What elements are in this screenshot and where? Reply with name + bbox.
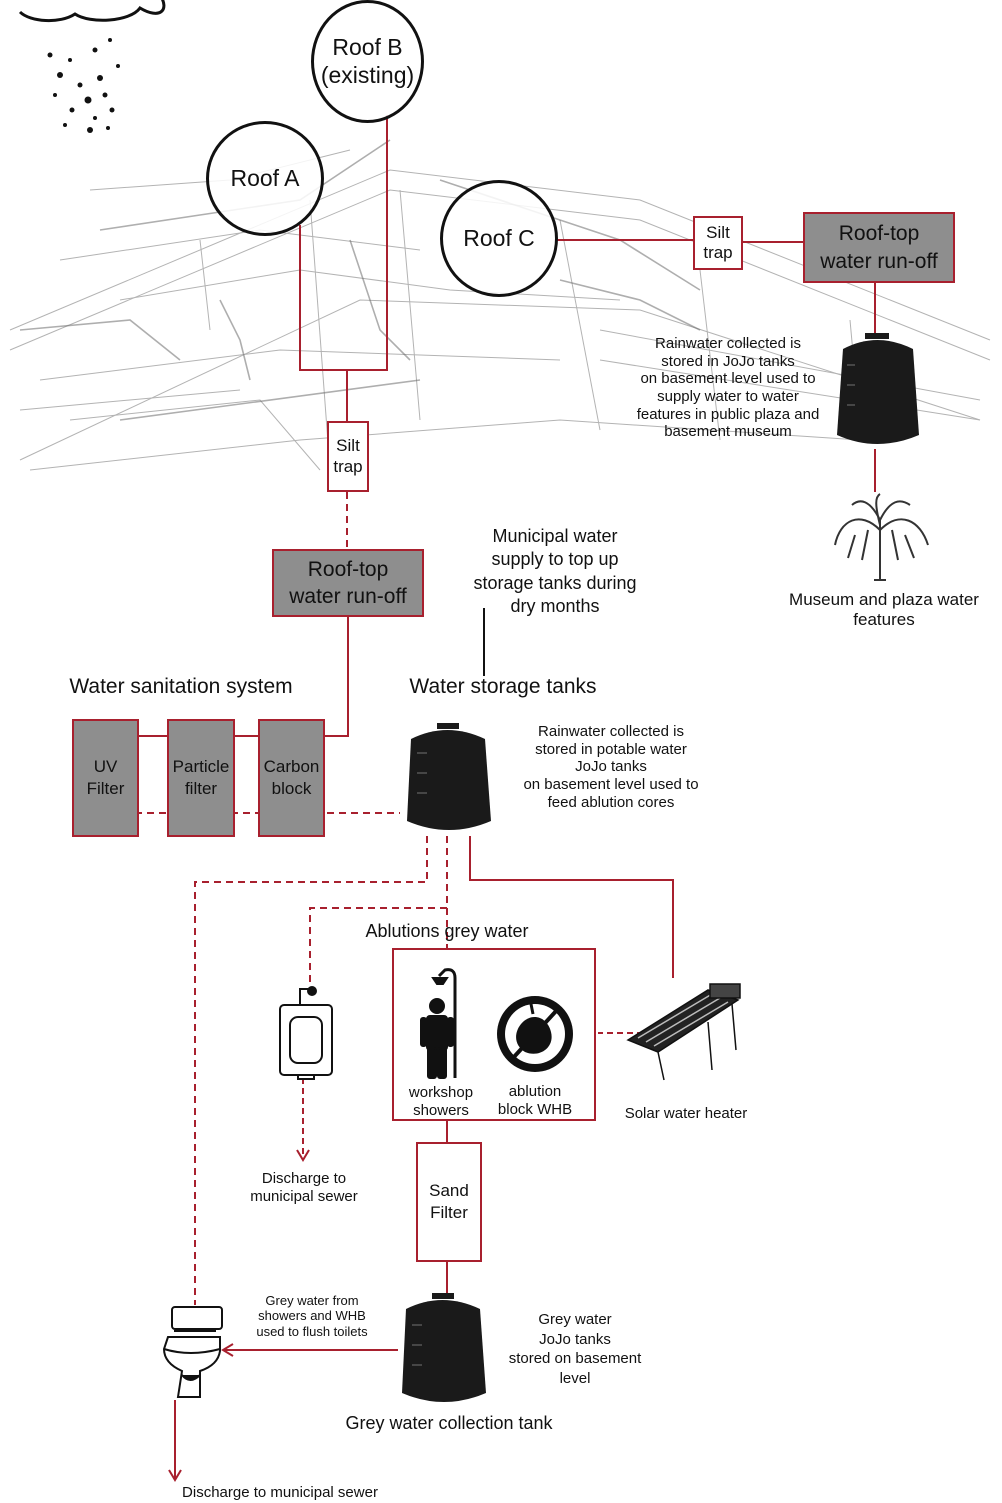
municipal-topup-label: Municipal water supply to top up storage…	[473, 526, 637, 617]
discharge-bottom-label: Discharge to municipal sewer	[182, 1484, 378, 1501]
jojo-tank-potable	[407, 723, 491, 830]
jojo-tank-plaza	[837, 333, 919, 444]
potable-note: Rainwater collected is stored in potable…	[523, 723, 699, 811]
grey-flush-note: Grey water from showers and WHB used to …	[256, 1293, 368, 1339]
solar-heater-icon	[626, 983, 741, 1081]
roof-b-circle: Roof B (existing)	[311, 0, 424, 123]
roof-runoff-upper: Roof-top water run-off	[803, 212, 955, 283]
workshop-showers-label: workshop showers	[408, 1084, 474, 1119]
discharge-urinal-label: Discharge to municipal sewer	[250, 1170, 358, 1205]
grey-tanks-note: Grey water JoJo tanks stored on basement…	[508, 1311, 642, 1387]
roof-runoff-lower: Roof-top water run-off	[272, 549, 424, 617]
roof-c-circle: Roof C	[440, 180, 558, 297]
storage-title: Water storage tanks	[409, 675, 597, 698]
rain-cloud	[18, 0, 166, 22]
silt-trap-lower: Silt trap	[327, 421, 369, 492]
ablutions-title: Ablutions grey water	[365, 921, 529, 941]
rain-drops	[47, 38, 120, 133]
ablutions-box	[392, 948, 596, 1121]
urinal-icon	[279, 986, 333, 1080]
particle-filter-box: Particle filter	[167, 719, 235, 837]
arrow-heads	[168, 1149, 310, 1482]
carbon-block-box: Carbon block	[258, 719, 325, 837]
silt-trap-upper: Silt trap	[693, 216, 743, 270]
building-sketch-dark	[19, 139, 701, 421]
fountain-icon	[834, 493, 929, 581]
sanitation-title: Water sanitation system	[69, 675, 293, 698]
museum-features-label: Museum and plaza water features	[789, 590, 979, 630]
ablution-whb-label: ablution block WHB	[497, 1083, 573, 1118]
jojo-plaza-note: Rainwater collected is stored in JoJo ta…	[636, 335, 820, 441]
toilet-icon	[162, 1306, 223, 1398]
jojo-tank-grey	[402, 1293, 486, 1402]
grey-collection-title: Grey water collection tank	[345, 1413, 553, 1433]
sand-filter-box: Sand Filter	[416, 1142, 482, 1262]
solar-heater-label: Solar water heater	[624, 1105, 748, 1122]
handwash-icon	[497, 996, 573, 1072]
shower-icon	[420, 968, 457, 1079]
uv-filter-box: UV Filter	[72, 719, 139, 837]
roof-a-circle: Roof A	[206, 121, 324, 236]
